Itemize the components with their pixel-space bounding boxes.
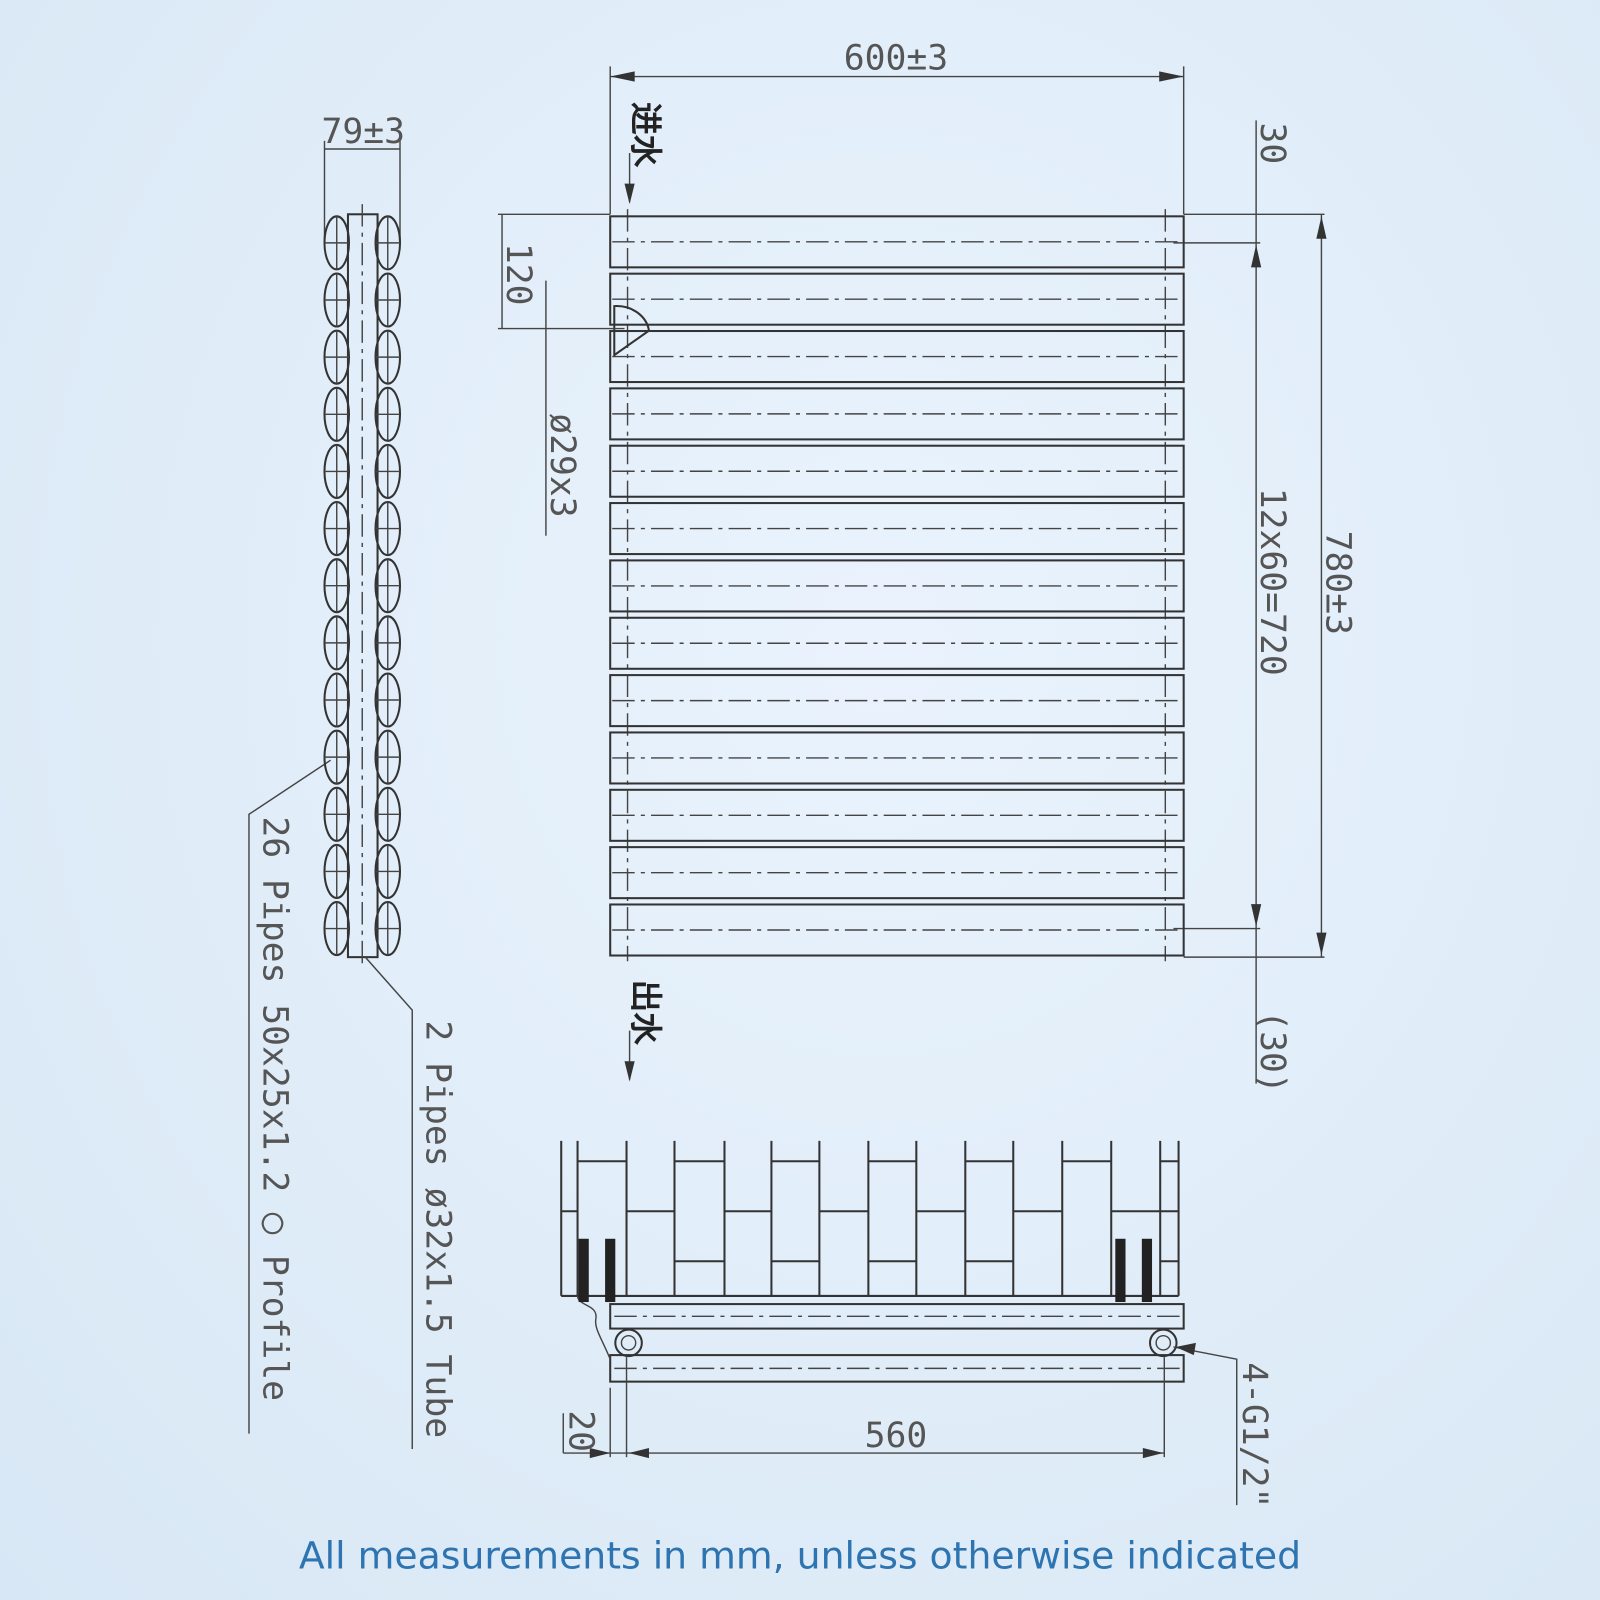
- tube-diameter-dimension: ø29x3: [542, 413, 582, 517]
- radiator-bar: [609, 272, 1185, 326]
- centers-dimension: 560: [865, 1416, 928, 1456]
- measurements-caption: All measurements in mm, unless otherwise…: [299, 1533, 1301, 1577]
- inlet-offset-dimension: 120: [498, 243, 538, 306]
- radiator-bar: [609, 444, 1185, 498]
- radiator-bar: [609, 559, 1185, 613]
- depth-dimension: 79±3: [321, 112, 405, 152]
- bracket-fixing: [1141, 1238, 1153, 1303]
- connections-dimension: 4-G1/2": [1234, 1362, 1274, 1508]
- bottom-view: 560 20 4-G1/2": [560, 1140, 1274, 1508]
- top-offset-dimension: 30: [1252, 122, 1292, 164]
- bracket-fixing: [605, 1238, 616, 1303]
- radiator-bar: [609, 731, 1185, 785]
- radiator-bar: [609, 788, 1185, 842]
- overall-width-dimension: 600±3: [844, 38, 948, 78]
- radiator-bar: [609, 903, 1185, 957]
- inlet-label: 进水: [627, 102, 665, 168]
- bracket-fixing: [578, 1238, 589, 1303]
- front-view: 600±3 进水 出水 120 ø29x3 30 12x60=720 780±3…: [497, 38, 1358, 1094]
- pitch-dimension: 12x60=720: [1252, 488, 1292, 676]
- side-profile-view: 79±3 26 Pipes 50x25x1.2 ◯ Profile 2 Pipe…: [248, 112, 458, 1449]
- radiator-bar: [609, 674, 1185, 728]
- radiator-bar: [609, 387, 1185, 441]
- overall-height-dimension: 780±3: [1318, 531, 1358, 635]
- tube-pipes-label: 2 Pipes ø32x1.5 Tube: [418, 1020, 458, 1438]
- outlet-label: 出水: [627, 980, 665, 1046]
- radiator-bar: [609, 215, 1185, 269]
- side-offset-dimension: 20: [560, 1410, 600, 1452]
- radiator-bar: [609, 616, 1185, 670]
- radiator-bar: [609, 502, 1185, 556]
- radiator-bar: [609, 846, 1185, 900]
- bottom-offset-dimension: (30): [1252, 1010, 1292, 1094]
- radiator-bar: [609, 329, 1185, 384]
- profile-pipes-label: 26 Pipes 50x25x1.2 ◯ Profile: [254, 816, 294, 1401]
- bracket-fixing: [1115, 1238, 1126, 1303]
